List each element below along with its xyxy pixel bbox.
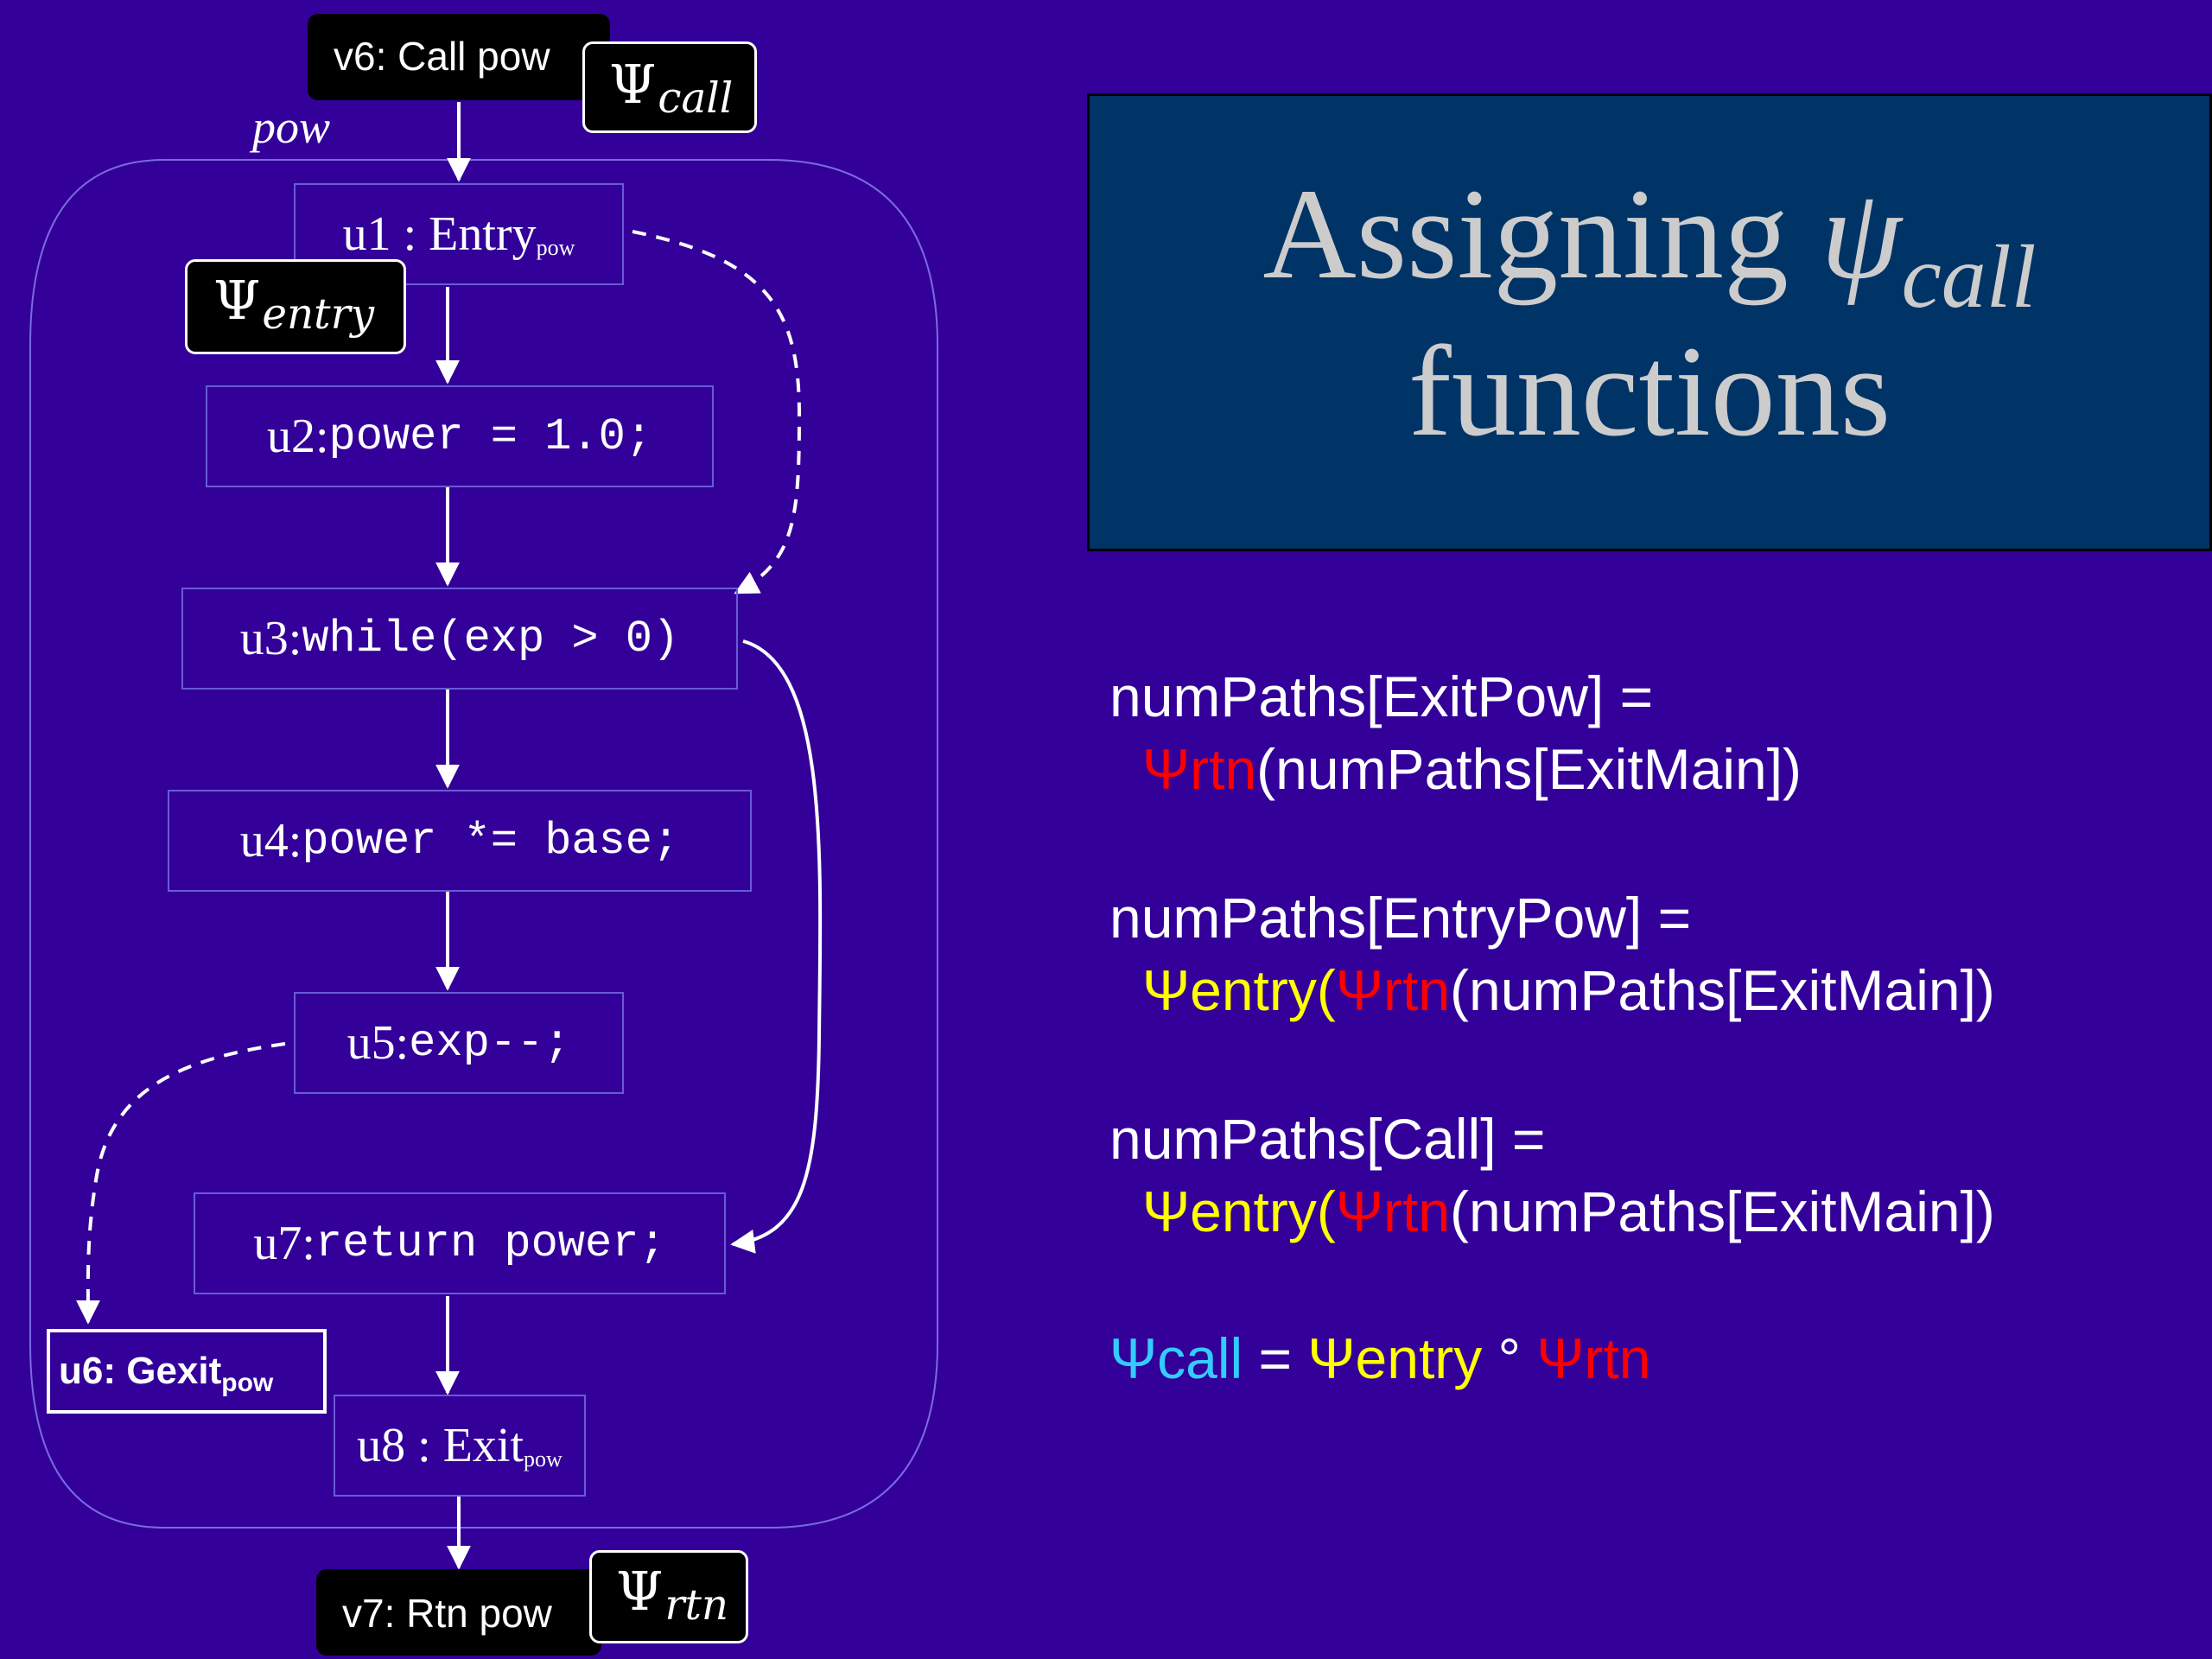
equation-4: Ψcall = Ψentry ° Ψrtn [1109,1324,1651,1393]
edge-u3-to-u7 [730,639,823,1254]
node-u7-label: u7: [253,1217,315,1270]
psi-rtn-sub: rtn [664,1580,729,1630]
node-u3: u3: while(exp > 0) [181,588,738,690]
node-u1-label: u1 : Entry [342,207,537,261]
title-psi: ψ [1821,162,1902,306]
node-u8-sub: pow [524,1446,563,1471]
equation-3-arg: (numPaths[ExitMain]) [1450,1179,1995,1243]
psi-rtn-term: Ψrtn [1335,1179,1451,1243]
node-u4: u4: power *= base; [168,790,752,892]
psi-call-term: Ψcall [1109,1326,1243,1390]
psi-icon: Ψ [213,269,261,332]
node-u4-label: u4: [239,814,302,868]
call-node: v6: Call pow [308,14,610,100]
node-u1-sub: pow [536,235,575,260]
psi-entry-term: Ψentry [1142,958,1317,1022]
paren: ( [1316,958,1336,1022]
node-u2-label: u2: [266,410,329,463]
procedure-label: pow [252,101,331,153]
node-u5: u5: exp--; [294,992,624,1094]
psi-call-badge: Ψcall [582,41,757,133]
psi-entry-sub: entry [262,289,375,339]
psi-entry-term: Ψentry [1142,1179,1317,1243]
node-u8-label: u8 : Exit [357,1419,524,1472]
rtn-node-label: v7: Rtn pow [342,1591,552,1636]
node-u4-code: power *= base; [302,815,680,867]
title-line1: Assigning ψcall [1090,162,2209,327]
call-node-label: v6: Call pow [334,34,550,79]
equation-2-arg: (numPaths[ExitMain]) [1450,958,1995,1022]
slide-title: Assigning ψcall functions [1087,93,2212,551]
psi-rtn-term: Ψrtn [1142,737,1257,801]
node-u3-code: while(exp > 0) [302,613,680,664]
psi-rtn-term: Ψrtn [1536,1326,1651,1390]
psi-rtn-badge: Ψrtn [589,1550,748,1643]
node-u6-sub: pow [221,1369,274,1397]
equation-1-lhs: numPaths[ExitPow] = [1109,664,1654,728]
title-line2: functions [1408,320,1891,463]
psi-entry-badge: Ψentry [185,259,406,354]
equation-2-lhs: numPaths[EntryPow] = [1109,886,1692,950]
title-text: Assigning [1262,162,1821,306]
node-u6-label: u6: Gexit [59,1350,222,1392]
equation-1-arg: (numPaths[ExitMain]) [1256,737,1802,801]
node-u2: u2: power = 1.0; [206,385,714,487]
node-u5-code: exp--; [409,1017,571,1069]
psi-icon: Ψ [609,53,657,116]
node-u7-code: return power; [315,1217,666,1269]
edge-u1-to-u3-summary [632,230,802,594]
psi-icon: Ψ [616,1560,664,1623]
node-u7: u7: return power; [194,1192,726,1294]
equation-3-lhs: numPaths[Call] = [1109,1107,1546,1171]
node-u3-label: u3: [239,612,302,665]
edge-u5-to-u6 [75,1042,286,1325]
psi-rtn-term: Ψrtn [1335,958,1451,1022]
equals-sign: = [1243,1326,1308,1390]
equation-1-rhs: Ψrtn(numPaths[ExitMain]) [1142,734,1802,804]
equation-3-rhs: Ψentry(Ψrtn(numPaths[ExitMain]) [1142,1177,1995,1246]
node-u5-label: u5: [346,1016,410,1070]
equation-2-rhs: Ψentry(Ψrtn(numPaths[ExitMain]) [1142,956,1995,1025]
psi-entry-term: Ψentry [1307,1326,1483,1390]
paren: ( [1316,1179,1336,1243]
procedure-boundary [29,159,938,1529]
rtn-node: v7: Rtn pow [316,1569,601,1656]
compose-operator: ° [1482,1326,1537,1390]
title-psi-sub: call [1901,227,2037,327]
psi-call-sub: call [658,73,734,123]
node-u2-code: power = 1.0; [328,410,653,462]
